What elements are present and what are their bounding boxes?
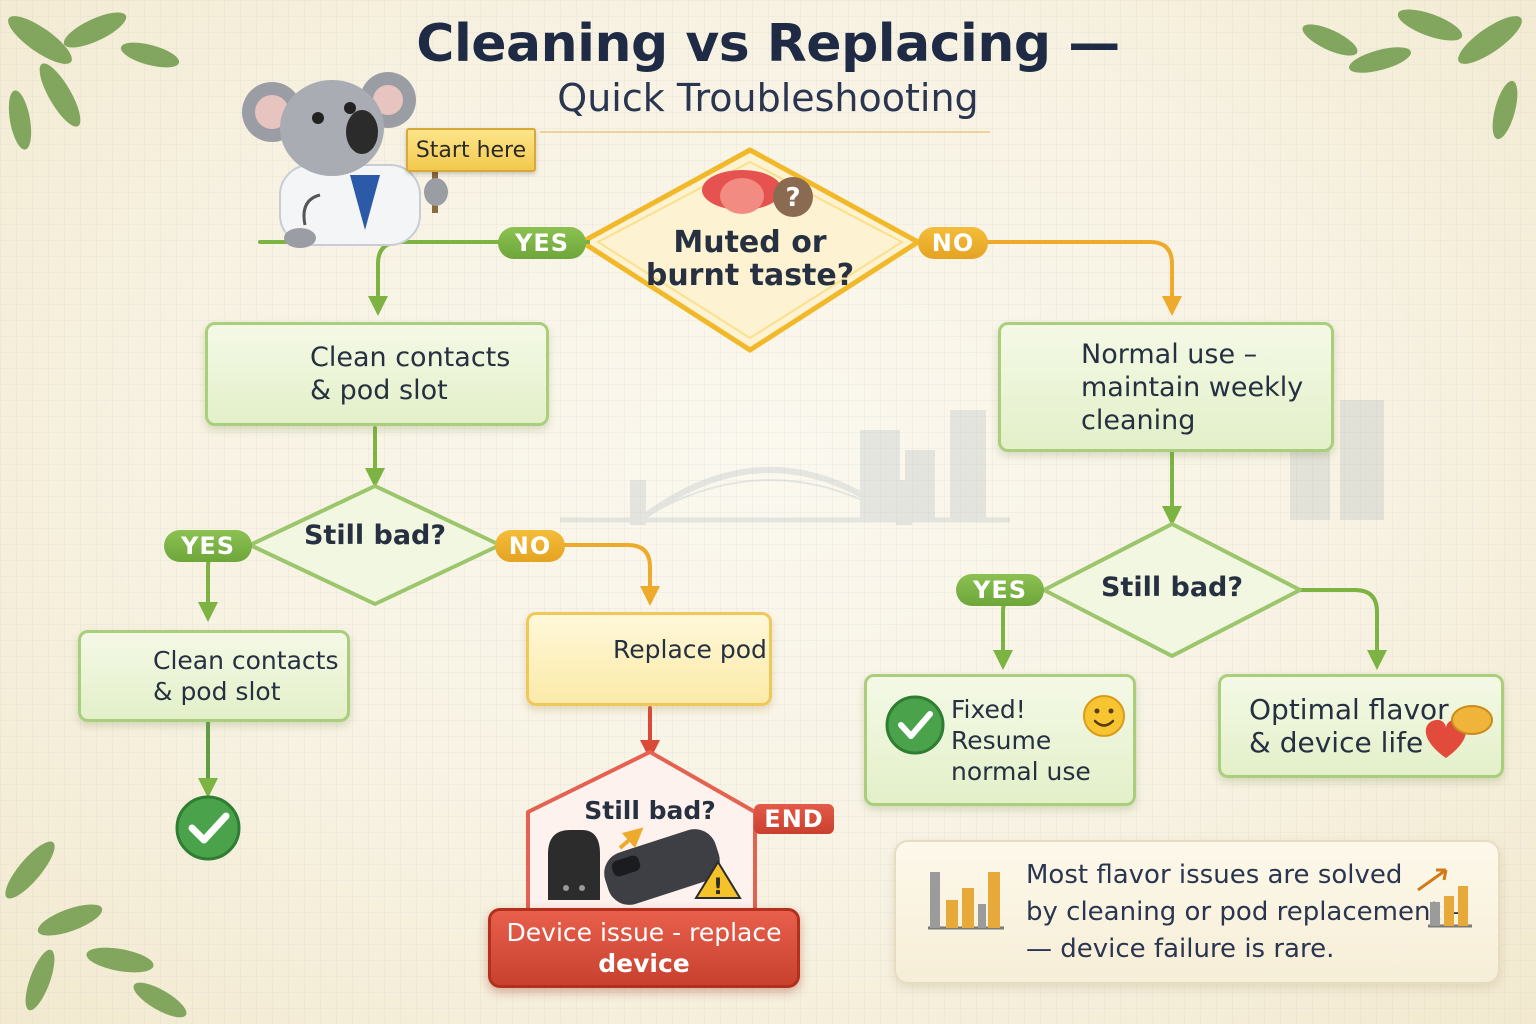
- arrow-top-no: [913, 240, 1182, 316]
- decision-top-text: Muted or burnt taste?: [645, 225, 855, 293]
- decision-right-text: Still bad?: [1100, 572, 1244, 603]
- arrow-left-no: [563, 543, 660, 606]
- optimal-text: Optimal flavor & device life: [1249, 693, 1449, 759]
- clean-contacts-text-top: Clean contacts & pod slot: [310, 342, 511, 406]
- decision-right-diamond: [1042, 522, 1302, 658]
- check-icon: [175, 795, 241, 861]
- label-right-yes: YES: [956, 574, 1044, 606]
- label-top-no: NO: [918, 227, 988, 259]
- summary-note-text: Most flavor issues are solved by cleanin…: [1026, 859, 1462, 964]
- pod-icon: [548, 830, 600, 900]
- device-issue-box: Device issue - replace device: [488, 908, 800, 988]
- tongue-question-icon: ?: [702, 170, 813, 217]
- normal-use-text: Normal use – maintain weekly cleaning: [1081, 338, 1304, 436]
- replace-pod-text: Replace pod: [613, 634, 767, 664]
- clean-contacts-box-left: Clean contacts & pod slot: [78, 630, 350, 722]
- svg-text:!: !: [713, 875, 723, 900]
- decision-top-diamond: [579, 147, 921, 353]
- decision-left-text: Still bad?: [303, 520, 447, 551]
- decision-left-diamond: [248, 484, 502, 606]
- koala-doctor-icon: [242, 72, 590, 248]
- svg-text:?: ?: [785, 183, 800, 213]
- fixed-text: Fixed! Resume normal use: [951, 694, 1091, 786]
- normal-use-box: Normal use – maintain weekly cleaning: [998, 322, 1334, 452]
- leaf-icon: [1302, 9, 1522, 140]
- replace-pod-box: Replace pod: [526, 612, 772, 706]
- warning-icon: !: [694, 860, 742, 900]
- clean-contacts-box-top: Clean contacts & pod slot: [205, 322, 549, 426]
- leaf-icon: [5, 841, 187, 1018]
- arrow-right-no: [1296, 588, 1387, 670]
- optimal-box: Optimal flavor & device life: [1218, 674, 1504, 778]
- decision-bottom-text: Still bad?: [584, 796, 716, 825]
- label-end: END: [754, 804, 834, 834]
- fixed-box: Fixed! Resume normal use: [864, 674, 1136, 806]
- label-left-yes: YES: [164, 530, 252, 562]
- start-here-sign: Start here: [406, 128, 536, 172]
- clean-contacts-text-left: Clean contacts & pod slot: [153, 646, 339, 706]
- bridge-skyline-icon: [560, 400, 1384, 525]
- summary-note-box: Most flavor issues are solved by cleanin…: [894, 840, 1500, 984]
- leaf-icon: [8, 12, 180, 150]
- label-top-yes: YES: [498, 227, 586, 259]
- device-issue-line1: Device issue - replace: [506, 918, 782, 947]
- page-title: Cleaning vs Replacing —: [416, 14, 1120, 74]
- page-subtitle: Quick Troubleshooting: [557, 76, 979, 120]
- device-issue-line2: device: [598, 949, 690, 978]
- label-left-no: NO: [495, 530, 565, 562]
